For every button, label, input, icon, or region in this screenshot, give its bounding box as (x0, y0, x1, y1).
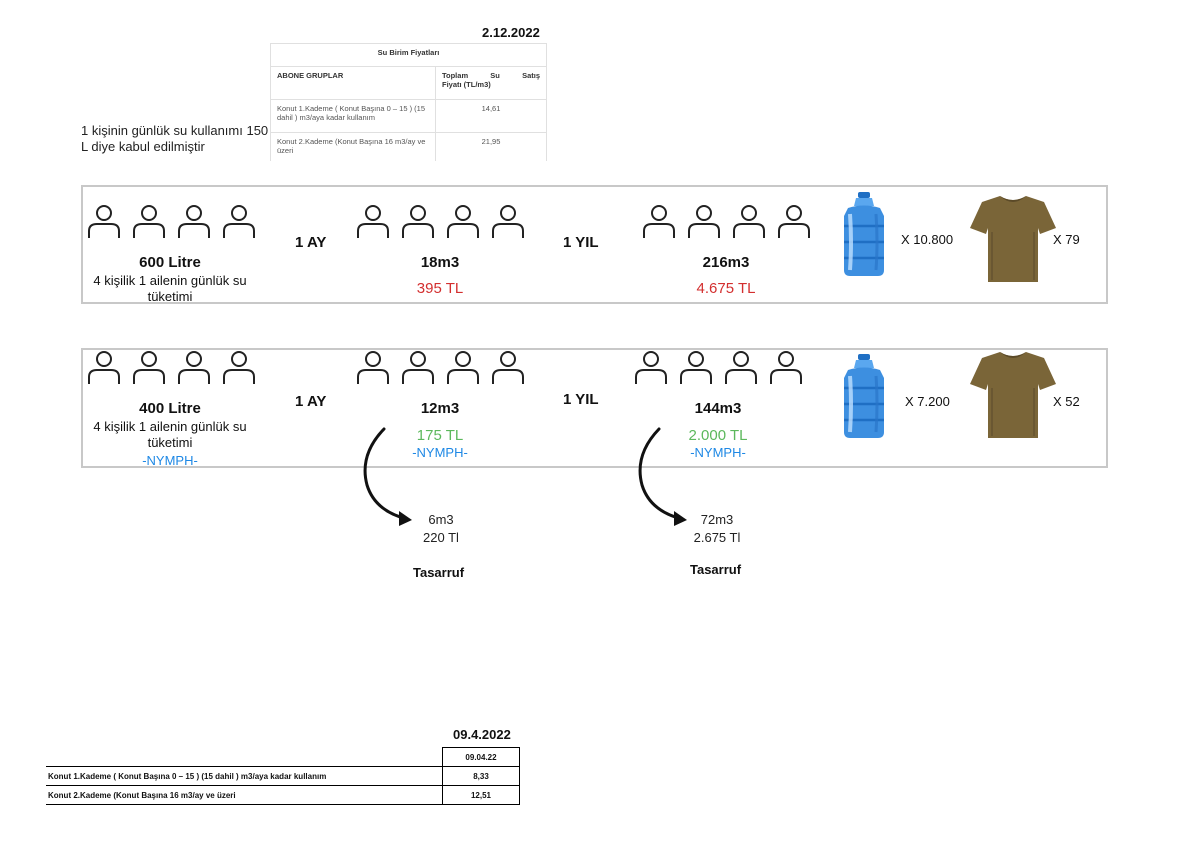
row-label: Konut 1.Kademe ( Konut Başına 0 – 15 ) (… (46, 766, 443, 786)
col-header-part: Toplam (442, 71, 469, 80)
tshirt-icon (970, 192, 1056, 284)
month-volume: 18m3 (420, 254, 460, 271)
row-label: Konut 1.Kademe ( Konut Başına 0 – 15 ) (… (270, 99, 436, 133)
shirt-multiplier: X 52 (1053, 394, 1080, 409)
water-jug-icon (840, 354, 888, 440)
col-header-price: Toplam Su Satış Fiyatı (TL/m3) (435, 66, 547, 100)
blank-cell (46, 748, 443, 767)
person-icon (131, 204, 167, 240)
table-row: Konut 2.Kademe (Konut Başına 16 m3/ay ve… (270, 132, 547, 161)
month-volume: 12m3 (420, 400, 460, 417)
scenario-panel-400 (81, 348, 1108, 468)
month-label: 1 AY (295, 393, 327, 410)
family-group-month (355, 204, 526, 240)
person-icon (221, 350, 257, 386)
row-label: Konut 2.Kademe (Konut Başına 16 m3/ay ve… (46, 785, 443, 805)
person-icon (400, 350, 436, 386)
month-label: 1 AY (295, 234, 327, 251)
person-icon (355, 204, 391, 240)
year-cost: 4.675 TL (696, 280, 756, 297)
col-header-part: Su (490, 71, 500, 80)
saving-volume: 6m3 (428, 512, 454, 527)
col-header-date: 09.04.22 (442, 747, 520, 767)
person-icon (221, 204, 257, 240)
family-group-daily (86, 350, 257, 386)
scenario-panel-600 (81, 185, 1108, 304)
table-row: Konut 1.Kademe ( Konut Başına 0 – 15 ) (… (46, 766, 520, 786)
person-icon (678, 350, 714, 386)
bottom-table-date: 09.4.2022 (453, 727, 511, 742)
person-icon (641, 204, 677, 240)
year-label: 1 YIL (563, 234, 599, 251)
person-icon (131, 350, 167, 386)
month-savings: 6m3 220 Tl (396, 511, 486, 547)
person-icon (176, 350, 212, 386)
month-cost: 175 TL (416, 427, 464, 444)
saving-volume: 72m3 (700, 512, 734, 527)
person-icon (86, 350, 122, 386)
person-icon (176, 204, 212, 240)
year-label: 1 YIL (563, 391, 599, 408)
year-volume: 144m3 (694, 400, 742, 417)
jug-multiplier: X 10.800 (901, 232, 954, 247)
table-title: Su Birim Fiyatları (270, 43, 547, 67)
table-row: Konut 2.Kademe (Konut Başına 16 m3/ay ve… (46, 785, 520, 805)
person-icon (731, 204, 767, 240)
curved-arrow-icon (363, 427, 412, 526)
col-header-part: Satış (522, 71, 540, 80)
row-label: Konut 2.Kademe (Konut Başına 16 m3/ay ve… (270, 132, 436, 161)
curved-arrow-icon (638, 427, 687, 526)
intro-note: 1 kişinin günlük su kullanımı 150 L diye… (81, 123, 269, 154)
year-cost: 2.000 TL (688, 427, 748, 444)
saving-amount: 2.675 Tl (693, 530, 741, 545)
family-group-month (355, 350, 526, 386)
person-icon (633, 350, 669, 386)
year-volume: 216m3 (702, 254, 750, 271)
shirt-multiplier: X 79 (1053, 232, 1080, 247)
col-header-part: Fiyatı (TL/m3) (442, 80, 491, 89)
person-icon (768, 350, 804, 386)
col-header-group: ABONE GRUPLAR (270, 66, 436, 100)
brand-label: -NYMPH- (412, 445, 468, 460)
jug-multiplier: X 7.200 (905, 394, 950, 409)
person-icon (776, 204, 812, 240)
table-row: Konut 1.Kademe ( Konut Başına 0 – 15 ) (… (270, 99, 547, 133)
top-table-date: 2.12.2022 (482, 25, 540, 40)
saving-amount: 220 Tl (423, 530, 459, 545)
family-group-year (633, 350, 804, 386)
unit-price-table: Su Birim Fiyatları ABONE GRUPLAR Toplam … (270, 43, 547, 161)
family-group-year (641, 204, 812, 240)
daily-desc: 4 kişilik 1 ailenin günlük su tüketimi (93, 273, 247, 304)
row-value: 21,95 (435, 132, 547, 161)
brand-label: -NYMPH- (142, 453, 198, 468)
person-icon (86, 204, 122, 240)
row-value: 12,51 (442, 785, 520, 805)
row-value: 8,33 (442, 766, 520, 786)
brand-label: -NYMPH- (690, 445, 746, 460)
daily-amount: 400 Litre (139, 400, 201, 417)
person-icon (723, 350, 759, 386)
person-icon (400, 204, 436, 240)
person-icon (490, 204, 526, 240)
daily-desc: 4 kişilik 1 ailenin günlük su tüketimi (93, 419, 247, 450)
person-icon (490, 350, 526, 386)
tshirt-icon (970, 348, 1056, 440)
daily-amount: 600 Litre (139, 254, 201, 271)
year-savings: 72m3 2.675 Tl (672, 511, 762, 547)
old-price-table: 09.04.22 Konut 1.Kademe ( Konut Başına 0… (46, 747, 520, 805)
family-group-daily (86, 204, 257, 240)
person-icon (355, 350, 391, 386)
savings-label: Tasarruf (413, 565, 465, 580)
savings-label: Tasarruf (690, 562, 742, 577)
row-value: 14,61 (435, 99, 547, 133)
person-icon (445, 204, 481, 240)
person-icon (445, 350, 481, 386)
person-icon (686, 204, 722, 240)
month-cost: 395 TL (416, 280, 464, 297)
water-jug-icon (840, 192, 888, 278)
